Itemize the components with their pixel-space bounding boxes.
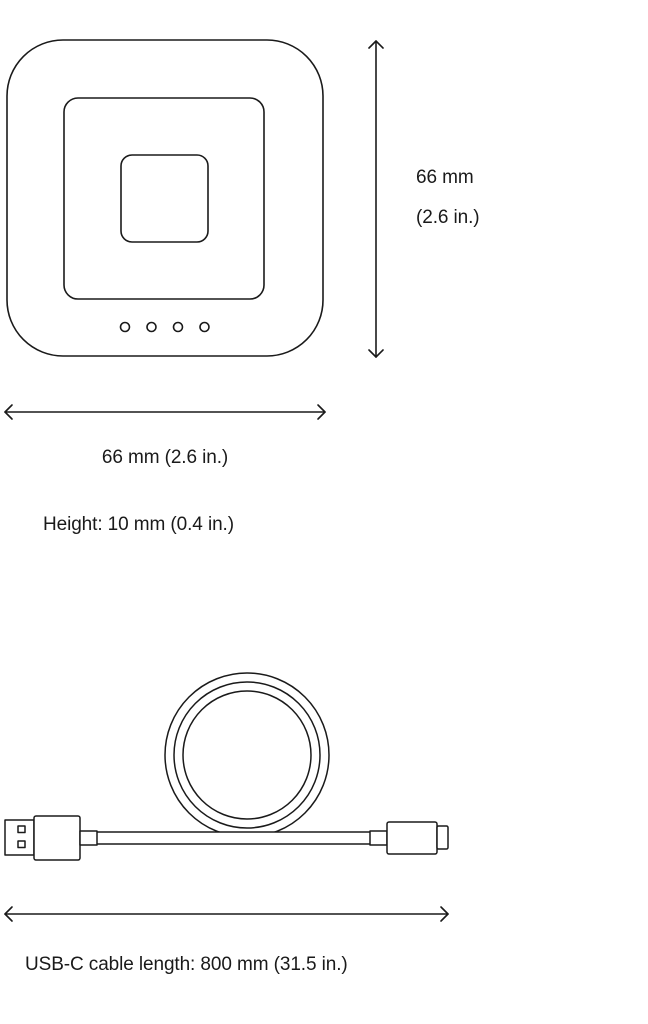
led-icon [119, 321, 131, 333]
vertical-dimension-arrow [368, 40, 384, 358]
horizontal-dimension-arrow [4, 404, 326, 420]
hub-center-button [120, 154, 209, 243]
cable-coil [164, 672, 330, 838]
indicator-led-row [119, 321, 210, 333]
hub-thickness-label: Height: 10 mm (0.4 in.) [43, 514, 234, 535]
usb-c-plug-icon [369, 821, 449, 855]
led-icon [146, 321, 157, 333]
cable-length-label: USB-C cable length: 800 mm (31.5 in.) [25, 954, 348, 975]
led-icon [172, 321, 184, 333]
usb-c-cable-illustration [4, 672, 449, 861]
hub-outer-shell [6, 39, 324, 357]
hub-device-illustration [6, 39, 324, 357]
cable-straight-run [97, 831, 370, 845]
hub-height-dimension-in: (2.6 in.) [416, 207, 480, 228]
hub-top-panel [63, 97, 265, 300]
usb-a-plug-icon [4, 815, 98, 861]
hub-height-dimension-mm: 66 mm [416, 167, 474, 188]
hub-width-dimension: 66 mm (2.6 in.) [101, 447, 229, 468]
led-icon [199, 321, 210, 333]
cable-length-arrow [4, 906, 449, 922]
